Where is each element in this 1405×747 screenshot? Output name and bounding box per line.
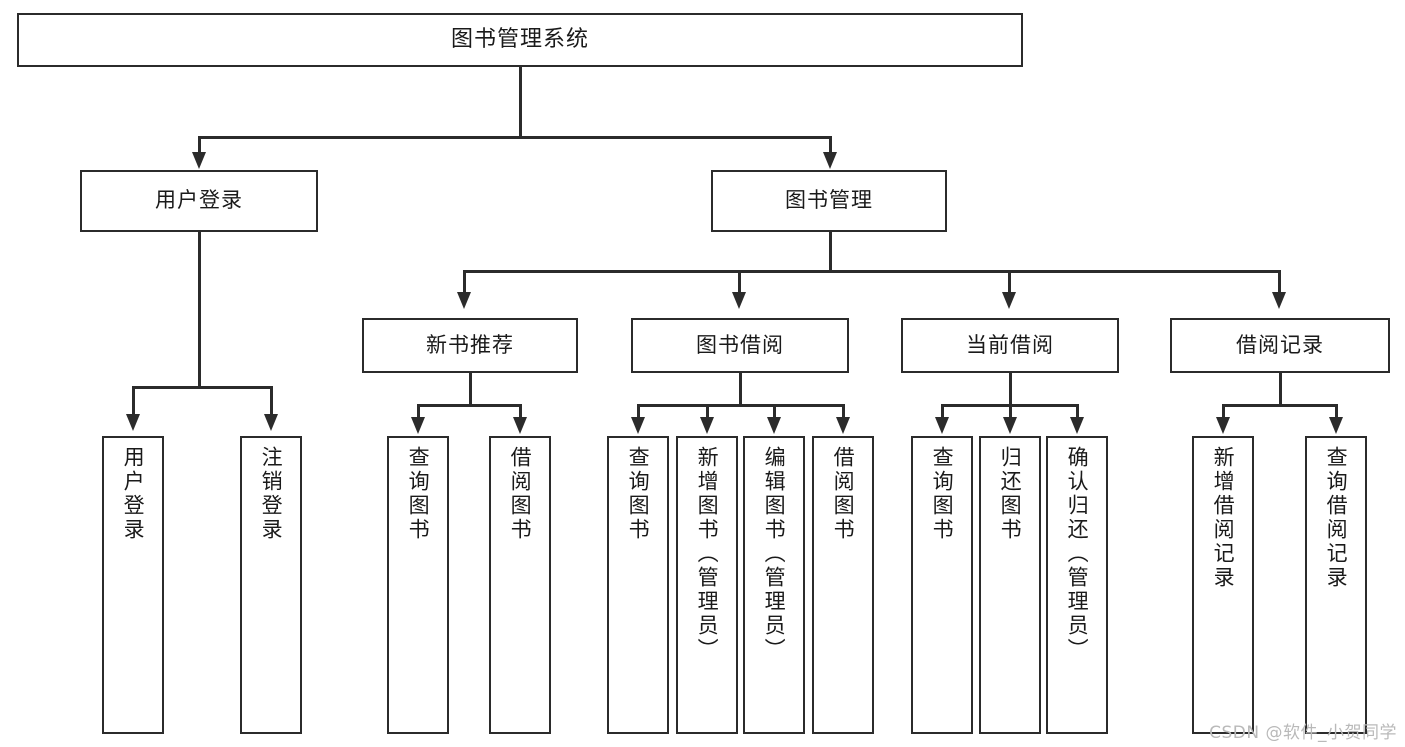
connector-level2-bus [198, 136, 831, 139]
arrow-to-leaf-return-book [1003, 417, 1017, 434]
arrow-to-leaf-query-book-2 [631, 417, 645, 434]
arrow-to-borrow-record [1272, 292, 1286, 309]
arrow-to-leaf-query-record [1329, 417, 1343, 434]
leaf-query-borrow-record[interactable]: 查询借阅记录 [1305, 436, 1367, 734]
arrow-to-leaf-user-login [126, 414, 140, 431]
node-label: 当前借阅 [966, 332, 1054, 357]
leaf-borrow-book[interactable]: 借阅图书 [812, 436, 874, 734]
connector-book-borrow-drop-4 [842, 404, 845, 418]
connector-new-book-bus [417, 404, 521, 407]
leaf-label: 注销登录 [259, 446, 284, 542]
arrow-to-leaf-edit-book [767, 417, 781, 434]
leaf-user-login[interactable]: 用户登录 [102, 436, 164, 734]
connector-current-borrow-drop-1 [941, 404, 944, 418]
connector-current-borrow-drop-2 [1009, 404, 1012, 418]
leaf-label: 新增图书（管理员） [695, 446, 720, 662]
arrow-to-leaf-borrow-book-2 [836, 417, 850, 434]
node-label: 借阅记录 [1236, 332, 1324, 357]
connector-level3-drop-2 [738, 270, 741, 294]
leaf-label: 借阅图书 [831, 446, 856, 542]
node-book-manage[interactable]: 图书管理 [711, 170, 947, 232]
leaf-add-borrow-record[interactable]: 新增借阅记录 [1192, 436, 1254, 734]
connector-book-borrow-stem [739, 373, 742, 406]
arrow-to-book-manage [823, 152, 837, 169]
connector-level3-drop-4 [1278, 270, 1281, 294]
connector-new-book-stem [469, 373, 472, 406]
connector-user-login-drop-1 [132, 386, 135, 416]
connector-book-borrow-bus [637, 404, 844, 407]
connector-current-borrow-stem [1009, 373, 1012, 406]
connector-level3-bus [463, 270, 1278, 273]
connector-user-login-drop-2 [270, 386, 273, 416]
connector-user-login-stem [198, 232, 201, 387]
leaf-confirm-return-admin[interactable]: 确认归还（管理员） [1046, 436, 1108, 734]
leaf-label: 查询借阅记录 [1324, 446, 1349, 590]
connector-current-borrow-drop-3 [1076, 404, 1079, 418]
node-new-book-recommend[interactable]: 新书推荐 [362, 318, 578, 373]
arrow-to-current-borrow [1002, 292, 1016, 309]
arrow-to-leaf-add-book [700, 417, 714, 434]
arrow-to-leaf-query-book-3 [935, 417, 949, 434]
leaf-query-book-borrow[interactable]: 查询图书 [607, 436, 669, 734]
leaf-return-book[interactable]: 归还图书 [979, 436, 1041, 734]
leaf-edit-book-admin[interactable]: 编辑图书（管理员） [743, 436, 805, 734]
connector-book-borrow-drop-2 [706, 404, 709, 418]
leaf-label: 借阅图书 [508, 446, 533, 542]
arrow-to-leaf-add-record [1216, 417, 1230, 434]
connector-borrow-record-bus [1222, 404, 1337, 407]
leaf-add-book-admin[interactable]: 新增图书（管理员） [676, 436, 738, 734]
connector-level2-drop-2 [829, 136, 832, 154]
leaf-label: 编辑图书（管理员） [762, 446, 787, 662]
leaf-label: 查询图书 [406, 446, 431, 542]
node-root-system[interactable]: 图书管理系统 [17, 13, 1023, 67]
connector-level3-drop-1 [463, 270, 466, 294]
connector-new-book-drop-2 [519, 404, 522, 418]
node-label: 图书管理系统 [450, 26, 589, 52]
arrow-to-leaf-borrow-book-1 [513, 417, 527, 434]
node-label: 图书管理 [785, 188, 873, 213]
connector-borrow-record-drop-1 [1222, 404, 1225, 418]
arrow-to-leaf-logout [264, 414, 278, 431]
node-label: 新书推荐 [426, 332, 514, 357]
leaf-borrow-book-recommend[interactable]: 借阅图书 [489, 436, 551, 734]
connector-book-borrow-drop-1 [637, 404, 640, 418]
leaf-query-book-recommend[interactable]: 查询图书 [387, 436, 449, 734]
leaf-label: 确认归还（管理员） [1065, 446, 1090, 662]
connector-borrow-record-drop-2 [1335, 404, 1338, 418]
csdn-watermark: CSDN @软件_小贺同学 [1209, 723, 1397, 743]
arrow-to-new-book [457, 292, 471, 309]
connector-level2-drop-1 [198, 136, 201, 154]
node-label: 图书借阅 [696, 332, 784, 357]
connector-borrow-record-stem [1279, 373, 1282, 406]
arrow-to-leaf-query-book-1 [411, 417, 425, 434]
leaf-label: 查询图书 [626, 446, 651, 542]
node-label: 用户登录 [155, 188, 243, 213]
node-user-login[interactable]: 用户登录 [80, 170, 318, 232]
connector-new-book-drop-1 [417, 404, 420, 418]
arrow-to-book-borrow [732, 292, 746, 309]
node-book-borrow[interactable]: 图书借阅 [631, 318, 849, 373]
connector-root-stem [519, 67, 522, 137]
connector-book-manage-stem [829, 232, 832, 272]
leaf-label: 新增借阅记录 [1211, 446, 1236, 590]
leaf-logout[interactable]: 注销登录 [240, 436, 302, 734]
leaf-query-book-current[interactable]: 查询图书 [911, 436, 973, 734]
leaf-label: 查询图书 [930, 446, 955, 542]
connector-level3-drop-3 [1008, 270, 1011, 294]
arrow-to-leaf-confirm-return [1070, 417, 1084, 434]
node-borrow-record[interactable]: 借阅记录 [1170, 318, 1390, 373]
arrow-to-user-login [192, 152, 206, 169]
connector-user-login-bus [132, 386, 272, 389]
leaf-label: 归还图书 [998, 446, 1023, 542]
leaf-label: 用户登录 [121, 446, 146, 542]
node-current-borrow[interactable]: 当前借阅 [901, 318, 1119, 373]
connector-book-borrow-drop-3 [773, 404, 776, 418]
